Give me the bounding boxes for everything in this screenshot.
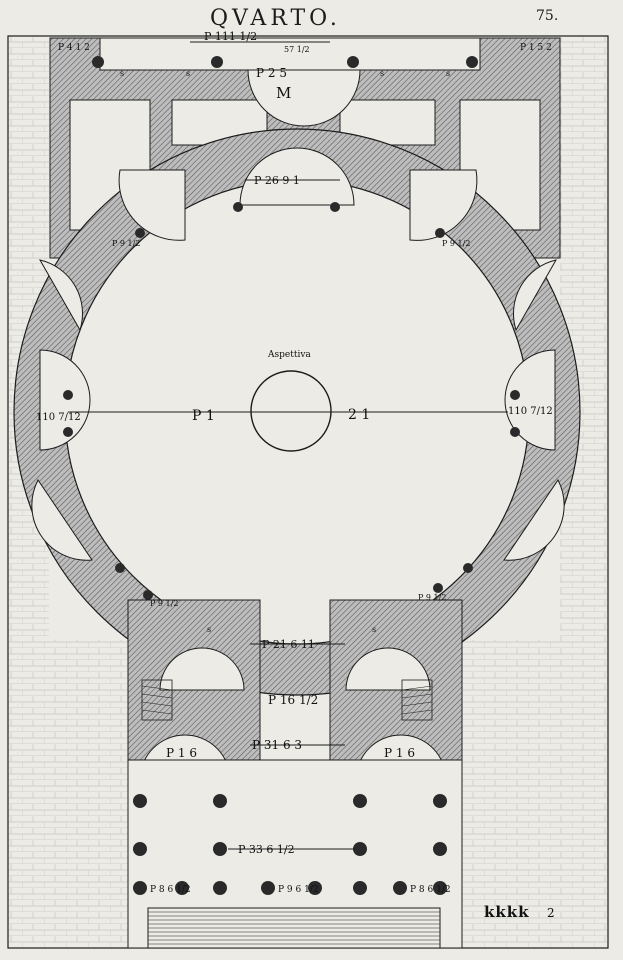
- niche-top-left: [118, 169, 186, 241]
- page-header: QVARTO. 75.: [0, 4, 623, 34]
- right-span-label: 2 1: [348, 407, 370, 423]
- niche-letter-label: M: [276, 84, 291, 102]
- portico-right-room-label: P 1 6: [384, 746, 415, 760]
- step-lines: [148, 911, 440, 945]
- signature-mark: 2: [547, 906, 555, 920]
- niche-right: [504, 349, 556, 451]
- s-label-4: s: [446, 69, 450, 78]
- top-room-mid-left: [171, 99, 268, 146]
- running-head: QVARTO.: [210, 6, 341, 31]
- portico-dimension-label: P 31 6 3: [252, 738, 302, 752]
- angle-label-4: P 9 1/2: [418, 593, 446, 602]
- s-label-1: s: [120, 69, 124, 78]
- center-mark-label: Aspettiva: [267, 350, 311, 360]
- s-label-2: s: [186, 69, 190, 78]
- column-label-center: P 9 6 1/2: [278, 885, 319, 895]
- porch-dimension-label: P 33 6 1/2: [238, 843, 295, 856]
- angle-label-1: P 9 1/2: [112, 239, 140, 248]
- left-span-label: P 1: [192, 408, 215, 424]
- stair-left: [141, 679, 173, 721]
- s-label-6: s: [372, 625, 376, 634]
- portico-left-room-label: P 1 6: [166, 746, 197, 760]
- right-radius-label: 110 7/12: [508, 406, 553, 417]
- stair-niche-right: [345, 647, 431, 691]
- passage-dimension-label: P 16 1/2: [268, 693, 318, 707]
- angle-label-2: P 9 1/2: [442, 239, 470, 248]
- oculus: [250, 370, 332, 452]
- niche-upper-right: [513, 259, 558, 332]
- stair-niche-left: [159, 647, 245, 691]
- column-label-right: P 8 6 1/2: [410, 885, 451, 895]
- angle-label-3: P 9 1/2: [150, 599, 178, 608]
- niche-top-center: [239, 147, 355, 206]
- top-left-corner-label: P 4 1 2: [58, 43, 90, 53]
- s-label-5: s: [207, 625, 211, 634]
- niche-left: [39, 349, 91, 451]
- page-number: 75.: [536, 8, 559, 24]
- top-right-corner-label: P 1 5 2: [520, 43, 552, 53]
- top-dimension-label: P 111 1/2: [204, 30, 257, 43]
- left-radius-label: 110 7/12: [36, 412, 81, 423]
- top-corridor: [99, 37, 481, 71]
- niche-upper-left: [38, 259, 83, 332]
- brick-bottom-left: [49, 640, 129, 947]
- porch-columns: [133, 794, 447, 895]
- niche-dimension-label: P 2 5: [256, 66, 287, 80]
- column-label-left: P 8 6 1/2: [150, 885, 191, 895]
- niche-lower-left: [31, 479, 93, 561]
- top-vertical-label: 57 1/2: [284, 45, 310, 54]
- s-label-3: s: [380, 69, 384, 78]
- top-niche: [247, 69, 361, 127]
- niche-lower-right: [503, 479, 565, 561]
- catchword: kkkk: [484, 903, 530, 921]
- upper-dimension-label: P 26 9 1: [254, 174, 300, 187]
- stair-right: [401, 679, 433, 721]
- lower-dimension-label: P 21 6 11: [262, 638, 315, 651]
- niche-top-right: [409, 169, 478, 241]
- brick-bottom-right: [462, 640, 560, 947]
